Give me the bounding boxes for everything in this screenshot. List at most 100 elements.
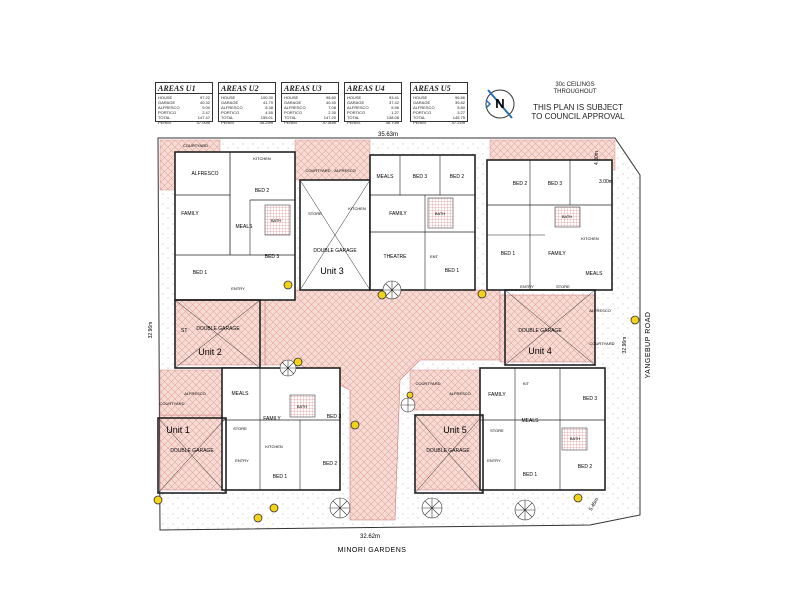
area-row-label: PORTICO: [221, 110, 240, 115]
unit1-bath-label: BATH: [297, 404, 307, 409]
unit3-courtyard: [294, 139, 371, 181]
unit3-kitchen-label: KITCHEN: [348, 206, 366, 211]
north-arrow-icon: N: [485, 89, 515, 119]
unit1-garage-label: DOUBLE GARAGE: [170, 448, 214, 454]
unit2-courtyard-label: COURTYARD: [183, 143, 208, 148]
area-row-label: HOUSE: [284, 95, 299, 100]
area-row-label: PORTICO: [158, 110, 177, 115]
unit5-garage-label: DOUBLE GARAGE: [426, 448, 470, 454]
area-total-value: 147.47: [197, 115, 210, 120]
unit1-name: Unit 1: [166, 425, 190, 435]
unit4-entry-label: ENTRY: [520, 284, 534, 289]
area-row-value: 93.41: [388, 95, 399, 100]
area-row-value: 100.30: [260, 95, 273, 100]
approval-note-line-1: THIS PLAN IS SUBJECT: [533, 103, 623, 112]
area-perim-label: PERIM.: [284, 120, 298, 125]
unit4-kitchen-label: KITCHEN: [581, 236, 599, 241]
unit4-meals-label: MEALS: [586, 271, 604, 277]
unit3-bed2-label: BED 2: [450, 174, 465, 180]
area-row-label: ALFRESCO: [221, 105, 243, 110]
unit3-theatre-label: THEATRE: [384, 254, 408, 260]
unit-4: [486, 159, 613, 366]
north-label: N: [495, 96, 504, 111]
area-row-label: ALFRESCO: [284, 105, 306, 110]
unit5-bath-label: BATH: [570, 436, 580, 441]
areas-title: AREAS U5: [411, 84, 467, 94]
unit5-store-label: STORE: [490, 428, 504, 433]
dimension-top: 35.63m: [378, 132, 398, 138]
area-perim-value: 46.70m: [385, 120, 399, 125]
dimension-right: 32.96m: [622, 337, 628, 354]
area-row-value: 7.08: [328, 105, 336, 110]
area-row-value: 9.00: [202, 105, 210, 110]
area-perim-value: 45.29m: [259, 120, 273, 125]
unit5-bed1-label: BED 1: [523, 472, 538, 478]
area-perim-label: PERIM.: [347, 120, 361, 125]
unit4-name: Unit 4: [528, 346, 552, 356]
area-row-label: GARAGE: [221, 100, 239, 105]
unit1-store-label: STORE: [233, 426, 247, 431]
unit4-bed3-label: BED 3: [548, 181, 563, 187]
area-row-label: GARAGE: [284, 100, 302, 105]
area-row-value: 39.82: [454, 100, 465, 105]
area-row-value: 5.80: [457, 105, 465, 110]
area-row-value: 41.79: [262, 100, 273, 105]
unit2-bed1-label: BED 1: [193, 270, 208, 276]
unit1-entry-label: ENTRY: [235, 458, 249, 463]
street-minori-gardens: MINORI GARDENS: [338, 547, 407, 554]
unit3-meals-label: MEALS: [377, 174, 395, 180]
unit3-alfresco-label: ALFRESCO: [334, 168, 356, 173]
area-row-value: 98.80: [325, 95, 336, 100]
unit4-family-label: FAMILY: [548, 251, 566, 257]
unit2-meals-label: MEALS: [236, 224, 254, 230]
area-row-value: 2.47: [202, 110, 210, 115]
unit3-store-label: STORE: [308, 211, 322, 216]
area-row-value: 5.96: [391, 105, 399, 110]
area-row-value: 96.86: [454, 95, 465, 100]
area-row-label: GARAGE: [413, 100, 431, 105]
area-row-value: 2.30: [328, 110, 336, 115]
unit4-garage-label: DOUBLE GARAGE: [518, 328, 562, 334]
unit2-store-label: ST: [181, 328, 187, 334]
unit-3: [299, 154, 476, 291]
unit-1: [157, 367, 341, 494]
areas-title: AREAS U1: [156, 84, 212, 94]
area-row-label: PORTICO: [284, 110, 303, 115]
area-row-value: 40.32: [199, 100, 210, 105]
unit3-family-label: FAMILY: [389, 211, 407, 217]
unit1-bed3-label: BED 3: [327, 414, 342, 420]
area-row-value: 8.38: [265, 105, 273, 110]
area-perim-value: 47.00m: [196, 120, 210, 125]
unit3-courtyard-label: COURTYARD: [306, 168, 331, 173]
unit2-entry-label: ENTRY: [231, 286, 245, 291]
areas-title: AREAS U2: [219, 84, 275, 94]
unit2-family-label: FAMILY: [181, 211, 199, 217]
area-row-label: ALFRESCO: [347, 105, 369, 110]
unit3-bed3-label: BED 3: [413, 174, 428, 180]
ceilings-note: 30c CEILINGS THROUGHOUT: [553, 82, 597, 95]
dimension-bottom: 32.62m: [360, 534, 380, 540]
unit4-store-label: STORE: [556, 284, 570, 289]
area-total-label: TOTAL: [158, 115, 171, 120]
unit3-bed1-label: BED 1: [445, 268, 460, 274]
area-perim-label: PERIM.: [413, 120, 427, 125]
area-total-label: TOTAL: [347, 115, 360, 120]
area-row-label: GARAGE: [158, 100, 176, 105]
unit2-garage-label: DOUBLE GARAGE: [196, 326, 240, 332]
areas-title: AREAS U4: [345, 84, 401, 94]
unit3-entry-label: ENT: [430, 254, 439, 259]
tree-icon: [329, 497, 351, 519]
area-perim-value: 47.80m: [322, 120, 336, 125]
street-yangebup-road: YANGEBUP ROAD: [645, 312, 652, 379]
unit5-courtyard: [409, 369, 481, 411]
tree-icon: [400, 397, 416, 413]
area-row-value: 4.55: [265, 110, 273, 115]
unit2-kitchen-label: KITCHEN: [253, 156, 271, 161]
area-perim-label: PERIM.: [158, 120, 172, 125]
unit5-bed3-label: BED 3: [583, 396, 598, 402]
unit1-family-label: FAMILY: [263, 416, 281, 422]
area-row-label: HOUSE: [413, 95, 428, 100]
